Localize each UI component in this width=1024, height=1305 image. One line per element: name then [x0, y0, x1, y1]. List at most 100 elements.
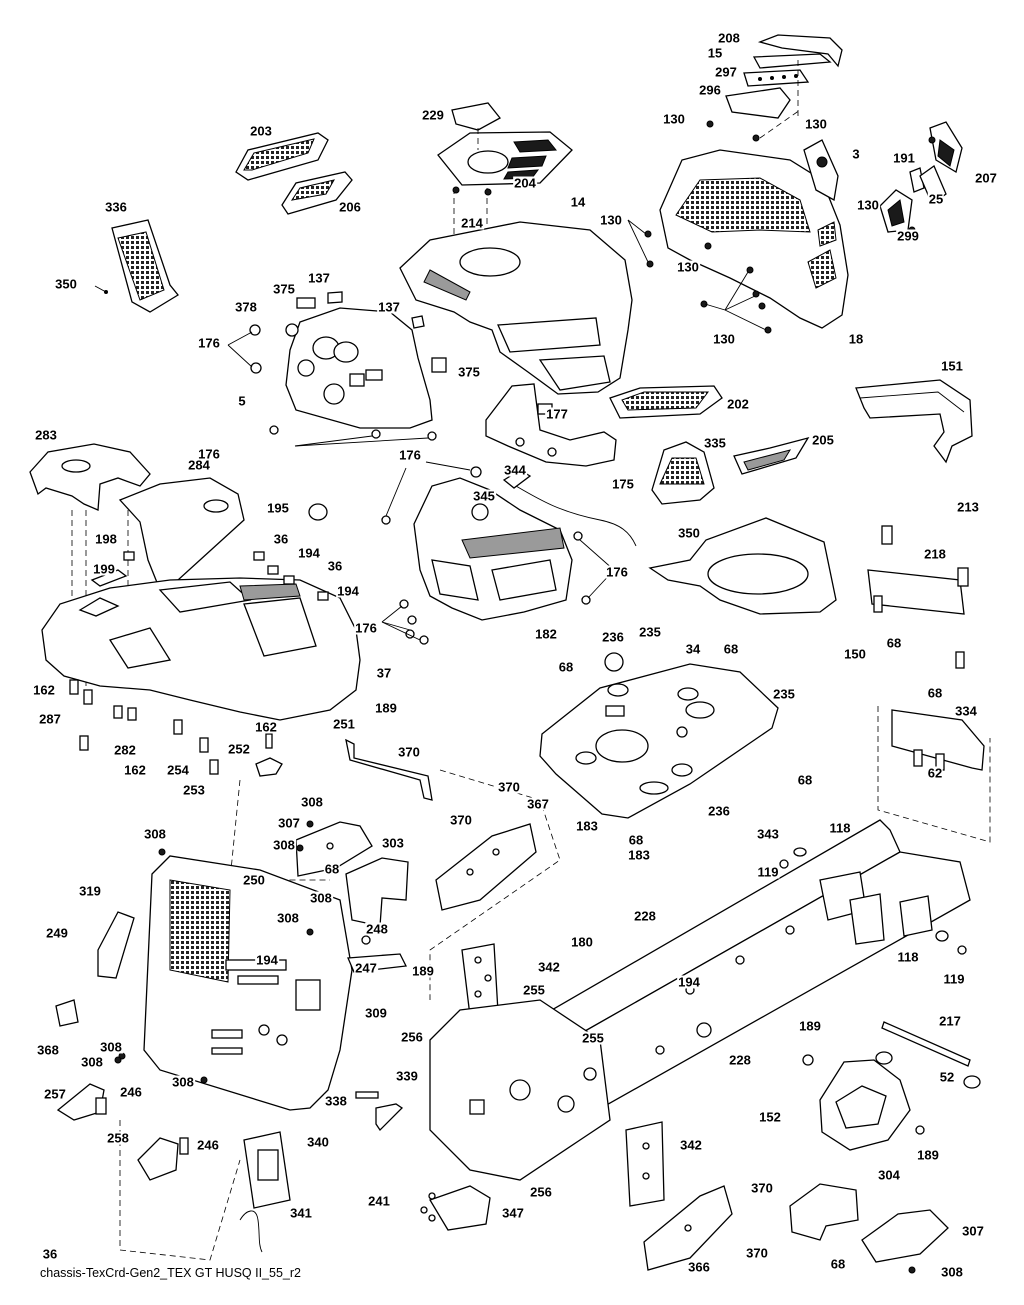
callout-label: 68	[829, 1256, 847, 1272]
callout-label: 175	[611, 476, 635, 492]
callout-label: 68	[885, 635, 903, 651]
callout-label: 334	[954, 703, 978, 719]
callout-label: 308	[272, 837, 296, 853]
part-37-fender	[41, 577, 361, 721]
callout-label: 36	[326, 558, 344, 574]
callout-label: 370	[745, 1245, 769, 1261]
callout-label: 150	[843, 646, 867, 662]
callout-label: 162	[123, 762, 147, 778]
part-367-bracket	[435, 823, 537, 911]
callout-label: 198	[94, 531, 118, 547]
callout-label: 217	[938, 1013, 962, 1029]
fasteners-130	[627, 120, 936, 334]
callout-label: 130	[712, 331, 736, 347]
callout-label: 202	[726, 396, 750, 412]
diagram-caption: chassis-TexCrd-Gen2_TEX GT HUSQ II_55_r2	[40, 1266, 301, 1280]
callout-label: 255	[581, 1030, 605, 1046]
callout-label: 308	[300, 794, 324, 810]
part-345-knob	[471, 503, 489, 521]
part-296-bracket	[725, 60, 801, 139]
part-15-strip	[752, 53, 832, 69]
callout-label: 206	[338, 199, 362, 215]
callout-label: 309	[364, 1005, 388, 1021]
part-303-bracket	[345, 857, 409, 927]
callout-label: 37	[375, 665, 393, 681]
part-366-bracket	[643, 1185, 733, 1271]
callout-label: 335	[703, 435, 727, 451]
part-251-rod	[345, 738, 433, 801]
part-342-plate	[461, 943, 499, 1017]
part-191-bulb	[909, 167, 925, 193]
callout-label: 299	[896, 228, 920, 244]
callout-label: 68	[926, 685, 944, 701]
callout-label: 130	[856, 197, 880, 213]
callout-label: 241	[367, 1193, 391, 1209]
part-319-handle	[97, 911, 135, 979]
callout-label: 25	[927, 191, 945, 207]
callout-label: 336	[104, 199, 128, 215]
callout-label: 207	[974, 170, 998, 186]
part-195-plug	[308, 503, 328, 521]
callout-label: 248	[365, 921, 389, 937]
callout-label: 205	[811, 432, 835, 448]
callout-label: 253	[182, 782, 206, 798]
callout-label: 342	[537, 959, 561, 975]
callout-label: 254	[166, 762, 190, 778]
part-299-lamp	[879, 189, 913, 233]
callout-label: 308	[80, 1054, 104, 1070]
callout-label: 203	[249, 123, 273, 139]
callout-label: 283	[34, 427, 58, 443]
callout-label: 249	[45, 925, 69, 941]
callout-label: 252	[227, 741, 251, 757]
part-307-lower-bracket	[861, 1209, 949, 1263]
part-180-frame	[429, 819, 971, 1181]
callout-label: 258	[106, 1130, 130, 1146]
callout-label: 344	[503, 462, 527, 478]
callout-label: 229	[421, 107, 445, 123]
part-252-latch	[255, 733, 283, 777]
callout-label: 194	[297, 545, 321, 561]
callout-label: 257	[43, 1086, 67, 1102]
part-151-bracket	[855, 379, 973, 464]
callout-label: 345	[472, 488, 496, 504]
callout-label: 350	[54, 276, 78, 292]
callout-label: 189	[374, 700, 398, 716]
part-218-bracket	[867, 525, 969, 669]
part-205-trim	[733, 436, 810, 475]
part-208-cap	[757, 34, 843, 68]
callout-label: 137	[377, 299, 401, 315]
part-203-grille	[235, 132, 329, 181]
callout-label: 228	[728, 1052, 752, 1068]
callout-label: 14	[569, 194, 587, 210]
callout-label: 191	[892, 150, 916, 166]
callout-label: 183	[627, 847, 651, 863]
callout-label: 195	[266, 500, 290, 516]
callout-label: 340	[306, 1134, 330, 1150]
part-34-plate	[539, 652, 779, 819]
part-347-bracket	[420, 1185, 491, 1231]
callout-label: 68	[323, 861, 341, 877]
callout-label: 247	[354, 960, 378, 976]
parts-36-194-clips	[253, 551, 329, 601]
callout-label: 189	[411, 963, 435, 979]
callout-label: 194	[677, 974, 701, 990]
callout-label: 18	[847, 331, 865, 347]
callout-label: 338	[324, 1093, 348, 1109]
callout-label: 304	[877, 1167, 901, 1183]
callout-label: 189	[916, 1147, 940, 1163]
callout-label: 255	[522, 982, 546, 998]
callout-label: 204	[513, 175, 537, 191]
callout-label: 177	[545, 406, 569, 422]
part-339-rod	[355, 1091, 404, 1132]
part-336-panel	[94, 219, 179, 313]
callout-label: 194	[255, 952, 279, 968]
part-206-insert	[281, 171, 353, 215]
callout-label: 194	[336, 583, 360, 599]
part-3-lens	[803, 139, 839, 202]
part-341-spring	[239, 1210, 263, 1253]
part-150-footboard	[648, 517, 837, 615]
callout-label: 162	[254, 719, 278, 735]
callout-label: 68	[722, 641, 740, 657]
